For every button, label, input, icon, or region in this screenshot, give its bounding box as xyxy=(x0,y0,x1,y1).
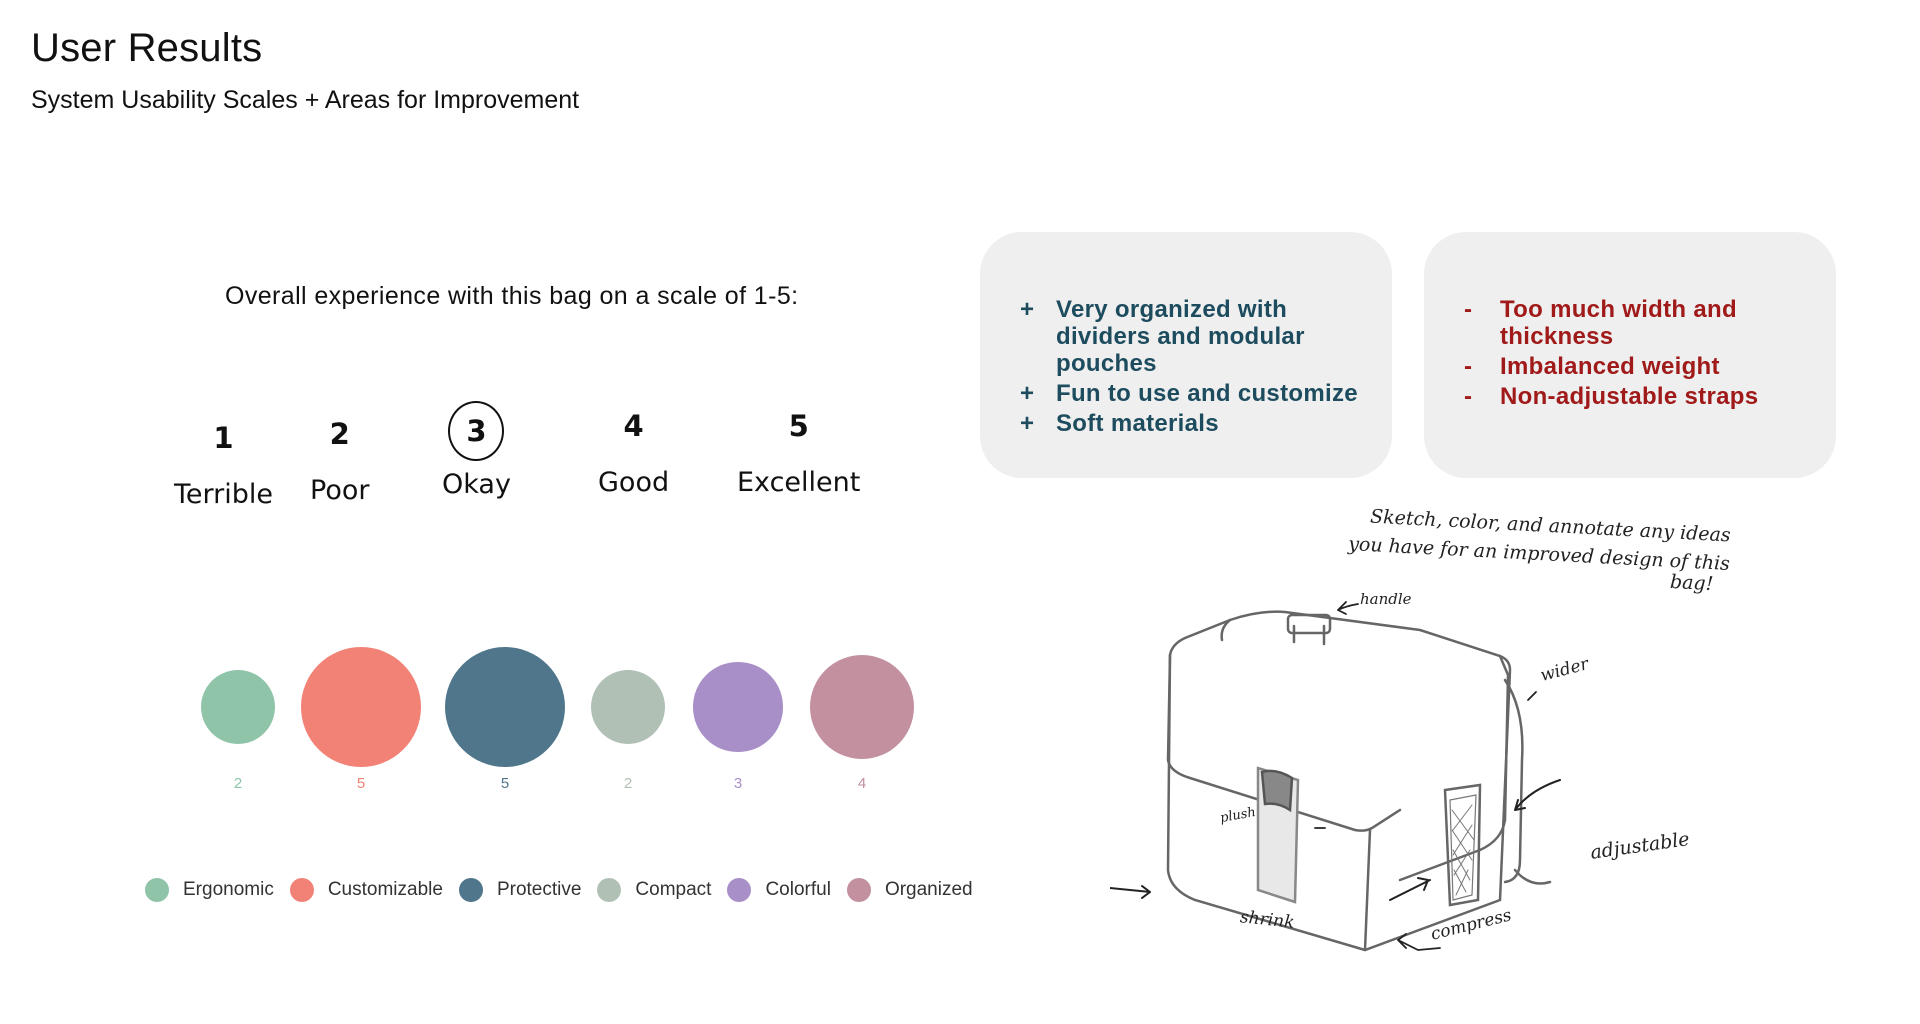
scale-number: 5 xyxy=(788,409,809,443)
chart-legend: Ergonomic Customizable Protective Compact Co… xyxy=(145,878,989,902)
pro-text: Very organized with dividers and modular… xyxy=(1056,296,1305,377)
con-bullet: - xyxy=(1464,296,1473,323)
scale-number-circled: 3 xyxy=(448,401,505,461)
annotation-handle: handle xyxy=(1360,590,1412,608)
legend-dot xyxy=(458,878,483,902)
legend-label: Protective xyxy=(496,879,582,900)
bubble-customizable xyxy=(301,647,421,767)
legend-dot xyxy=(846,878,871,902)
scale-label: Okay xyxy=(442,469,511,500)
scale-item-5[interactable]: 5 Excellent xyxy=(737,401,860,498)
legend-item: Protective xyxy=(458,878,582,902)
page-title: User Results xyxy=(31,26,263,70)
legend-label: Colorful xyxy=(765,879,831,900)
scale-label: Poor xyxy=(310,475,370,506)
pro-item: + Soft materials xyxy=(1020,410,1380,437)
legend-item: Compact xyxy=(597,878,711,902)
bubble-ergonomic xyxy=(201,670,275,744)
scale-number: 4 xyxy=(623,409,644,443)
con-text: Too much width and thickness xyxy=(1500,296,1737,350)
legend-label: Customizable xyxy=(327,879,443,900)
bubble-value-label: 5 xyxy=(500,775,510,792)
pro-bullet: + xyxy=(1020,296,1035,323)
pro-bullet: + xyxy=(1020,410,1035,437)
pro-item: + Very organized with dividers and modula… xyxy=(1020,296,1380,377)
legend-dot xyxy=(145,878,169,902)
con-item: -Non-adjustable straps xyxy=(1464,383,1824,410)
bubble-protective xyxy=(445,647,565,767)
pro-bullet: + xyxy=(1020,380,1035,407)
bubble-compact xyxy=(591,670,665,744)
legend-item: Customizable xyxy=(289,878,443,902)
scale-label: Terrible xyxy=(174,479,273,510)
legend-item: Ergonomic xyxy=(145,878,274,902)
scale-item-3-selected[interactable]: 3 Okay xyxy=(442,401,511,500)
bubble-value-label: 3 xyxy=(733,775,743,792)
cons-list: -Too much width and thickness-Imbalanced… xyxy=(1464,296,1824,413)
bubble-value-label: 2 xyxy=(233,775,243,792)
page-subtitle: System Usability Scales + Areas for Impr… xyxy=(31,86,580,114)
con-text: Imbalanced weight xyxy=(1500,353,1720,380)
scale-label: Good xyxy=(598,467,670,498)
con-text: Non-adjustable straps xyxy=(1500,383,1759,410)
survey-question: Overall experience with this bag on a sc… xyxy=(225,282,799,310)
scale-item-4[interactable]: 4 Good xyxy=(598,401,669,498)
bubble-organized xyxy=(809,654,915,760)
legend-dot xyxy=(727,878,752,902)
pro-item: + Fun to use and customize xyxy=(1020,380,1380,407)
legend-label: Compact xyxy=(635,879,712,900)
rating-scale: 1 Terrible 2 Poor 3 Okay 4 Good 5 Excell… xyxy=(174,395,900,535)
bubble-colorful xyxy=(693,662,783,752)
pros-list: + Very organized with dividers and modula… xyxy=(1020,296,1380,440)
scale-item-1[interactable]: 1 Terrible xyxy=(174,413,273,510)
scale-number: 1 xyxy=(213,421,234,455)
bag-drawing xyxy=(1110,601,1561,952)
con-bullet: - xyxy=(1464,353,1473,380)
bubble-chart: 2 5 5 2 3 4 xyxy=(0,630,1000,810)
scale-label: Excellent xyxy=(737,467,861,498)
pro-text: Fun to use and customize xyxy=(1056,380,1358,407)
scale-item-2[interactable]: 2 Poor xyxy=(310,409,369,506)
pro-text: Soft materials xyxy=(1056,410,1219,437)
con-item: -Too much width and thickness xyxy=(1464,296,1824,350)
legend-label: Ergonomic xyxy=(183,879,274,900)
legend-item: Colorful xyxy=(727,878,831,902)
legend-dot xyxy=(597,878,622,902)
con-item: -Imbalanced weight xyxy=(1464,353,1824,380)
bag-sketch: Sketch, color, and annotate any ideas yo… xyxy=(1110,506,1810,970)
bubble-value-label: 4 xyxy=(857,775,867,792)
bubble-value-label: 5 xyxy=(356,775,366,792)
bubble-value-label: 2 xyxy=(623,775,633,792)
scale-number: 2 xyxy=(329,417,350,451)
legend-dot xyxy=(289,878,314,902)
con-bullet: - xyxy=(1464,383,1473,410)
cons-card: -Too much width and thickness-Imbalanced… xyxy=(1424,232,1836,478)
legend-label: Organized xyxy=(884,879,973,900)
legend-item: Organized xyxy=(846,878,973,902)
pros-card: + Very organized with dividers and modula… xyxy=(980,232,1392,478)
